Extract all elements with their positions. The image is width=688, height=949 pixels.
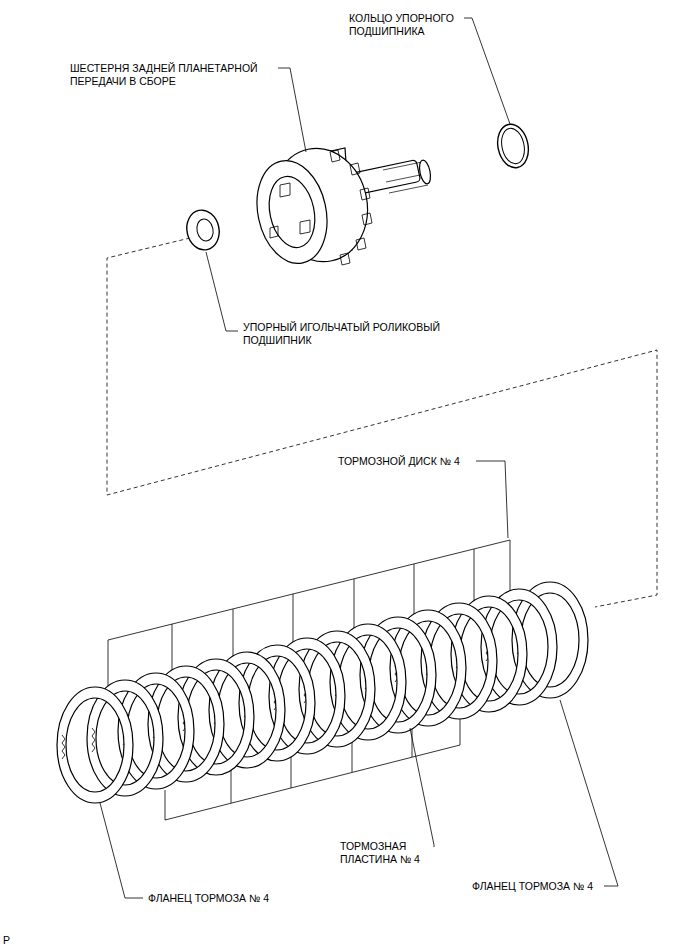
assembly-line — [107, 238, 657, 607]
leader-line — [100, 18, 618, 898]
needle-thrust-bearing — [183, 207, 223, 253]
part-label: ТОРМОЗНАЯ ПЛАСТИНА № 4 — [340, 840, 432, 866]
part-label: ТОРМОЗНОЙ ДИСК № 4 — [338, 455, 478, 468]
thrust-bearing-race — [494, 121, 532, 170]
part-label: ФЛАНЕЦ ТОРМОЗА № 4 — [148, 892, 288, 905]
part-label: ФЛАНЕЦ ТОРМОЗА № 4 — [472, 880, 612, 893]
part-label: ШЕСТЕРНЯ ЗАДНЕЙ ПЛАНЕТАРНОЙ ПЕРЕДАЧИ В С… — [70, 62, 280, 88]
part-label: УПОРНЫЙ ИГОЛЬЧАТЫЙ РОЛИКОВЫЙ ПОДШИПНИК — [243, 321, 475, 347]
group-bracket — [108, 540, 510, 820]
planetary-gear — [248, 139, 432, 270]
clutch-disc-stack — [57, 582, 588, 803]
part-label: КОЛЬЦО УПОРНОГО ПОДШИПНИКА — [349, 12, 467, 38]
page-mark: P — [3, 934, 23, 947]
